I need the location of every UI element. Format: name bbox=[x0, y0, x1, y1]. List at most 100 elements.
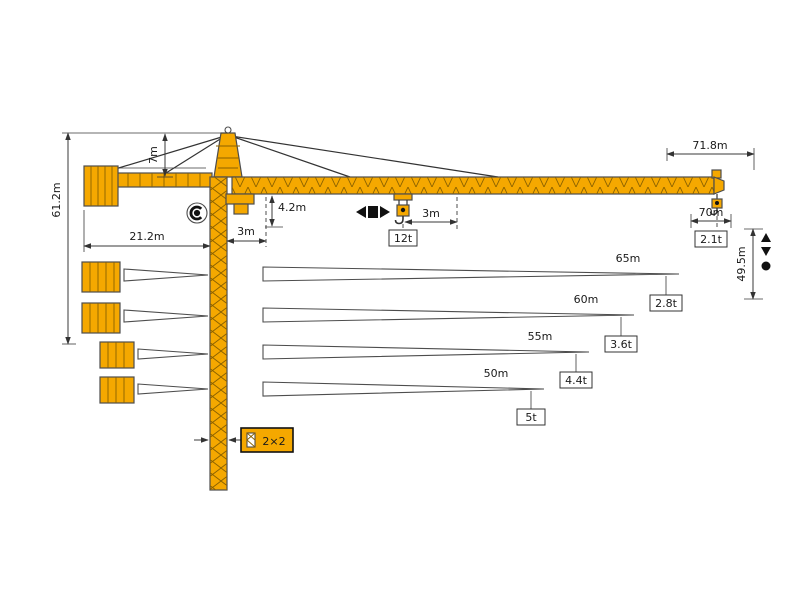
counterjib-divisions bbox=[127, 173, 201, 187]
max-load-label: 12t bbox=[394, 232, 413, 245]
hoist-down-icon bbox=[761, 247, 771, 256]
variant-load-box bbox=[604, 335, 638, 353]
ballast-block bbox=[99, 341, 135, 369]
tip-sheave bbox=[715, 201, 719, 205]
tie-rod bbox=[123, 309, 209, 323]
variant-length-label: 60m bbox=[574, 293, 599, 306]
dim-4-2m-label: 4.2m bbox=[278, 201, 306, 214]
trolley-travel-icon bbox=[356, 206, 390, 218]
dim-rear-clearance: 3m bbox=[226, 197, 267, 247]
mast-lattice bbox=[210, 177, 227, 490]
counter-jib bbox=[83, 165, 213, 207]
dim-jib-to-hook: 4.2m bbox=[265, 195, 306, 228]
counterweight-block bbox=[83, 165, 119, 207]
tower-head bbox=[213, 126, 243, 178]
variant-length-label: 50m bbox=[484, 367, 509, 380]
tip-load-label: 2.1t bbox=[700, 233, 722, 246]
mast-section-icon-lattice bbox=[246, 432, 256, 448]
ballast-slabs bbox=[107, 377, 125, 403]
variant-length-label: 65m bbox=[616, 252, 641, 265]
dim-70m-label: 70m bbox=[699, 206, 724, 219]
slewing-arc bbox=[189, 205, 203, 221]
variant-jib-outline bbox=[262, 307, 635, 323]
main-hook-assembly: 12t bbox=[388, 193, 418, 247]
trolley-arrow-left-icon bbox=[356, 206, 366, 218]
tip-load-box bbox=[694, 230, 728, 248]
jib-variant-60m: 60m 3.6t bbox=[262, 293, 638, 353]
dim-3m-mid-label: 3m bbox=[422, 207, 440, 220]
tie-rod bbox=[123, 268, 209, 282]
variant-jib-outline bbox=[262, 344, 590, 360]
trolley bbox=[393, 193, 413, 201]
slewing-platform bbox=[225, 193, 255, 205]
tie-rod bbox=[137, 348, 209, 360]
counterweight-config-1 bbox=[81, 261, 209, 293]
ballast-block bbox=[99, 376, 135, 404]
trolley-square-icon bbox=[368, 206, 378, 218]
dim-21-2m-label: 21.2m bbox=[129, 230, 164, 243]
counterweight-slabs bbox=[90, 166, 113, 206]
variant-load-label: 2.8t bbox=[655, 297, 677, 310]
dim-tip-radius: 70m 2.1t bbox=[690, 206, 732, 248]
hook-icon bbox=[394, 216, 404, 225]
pendant-right-1 bbox=[230, 135, 351, 178]
dim-head-height: 7m bbox=[147, 133, 173, 178]
ballast-slabs bbox=[107, 342, 125, 368]
hook-travel-icon bbox=[761, 233, 771, 271]
slewing-dot bbox=[193, 209, 201, 217]
dim-hook-height: 49.5m bbox=[735, 228, 763, 300]
hoist-up-icon bbox=[761, 233, 771, 242]
variant-load-box bbox=[649, 294, 683, 312]
variant-jib-outline bbox=[262, 266, 680, 282]
variant-load-label: 5t bbox=[525, 411, 537, 424]
jib-variant-50m: 50m 5t bbox=[262, 367, 546, 426]
jib-tip-head bbox=[711, 169, 722, 179]
jib bbox=[225, 169, 725, 215]
mast-section-label: 2×2 bbox=[262, 435, 285, 448]
counterweight-config-3 bbox=[99, 341, 209, 369]
jib-lattice bbox=[232, 177, 714, 194]
jib-variant-55m: 55m 4.4t bbox=[262, 330, 593, 389]
tie-rod bbox=[137, 383, 209, 395]
pendant-left-1 bbox=[165, 135, 226, 174]
dim-61-2m-label: 61.2m bbox=[50, 182, 63, 217]
variant-length-label: 55m bbox=[528, 330, 553, 343]
mast-section-callout: 2×2 bbox=[194, 427, 294, 453]
hoist-dot-icon bbox=[761, 261, 771, 271]
trolley-arrow-right-icon bbox=[380, 206, 390, 218]
pendant-lines bbox=[111, 135, 499, 178]
jib-variant-65m: 65m 2.8t bbox=[262, 252, 683, 312]
max-load-box bbox=[388, 229, 418, 247]
counterweight-config-2 bbox=[81, 302, 209, 334]
pendant-left-2 bbox=[111, 135, 226, 171]
apex-pulley bbox=[224, 126, 232, 134]
tip-hook-icon bbox=[709, 208, 718, 216]
variant-load-label: 4.4t bbox=[565, 374, 587, 387]
dim-3m-left-label: 3m bbox=[237, 225, 255, 238]
jib-tip bbox=[713, 176, 725, 195]
dim-min-hook-spacing: 3m bbox=[404, 197, 458, 229]
variant-load-label: 3.6t bbox=[610, 338, 632, 351]
pendant-right-2 bbox=[230, 135, 499, 178]
dim-tower-height: 61.2m bbox=[50, 132, 228, 345]
variant-jib-outline bbox=[262, 381, 545, 397]
operator-cab bbox=[233, 203, 249, 215]
dim-71-8m-label: 71.8m bbox=[692, 139, 727, 152]
hoist-ropes bbox=[398, 200, 408, 205]
tip-hook-assembly bbox=[709, 194, 723, 229]
ballast-slabs bbox=[89, 262, 115, 292]
dim-7m-label: 7m bbox=[147, 146, 160, 164]
dim-49-5m-label: 49.5m bbox=[735, 246, 748, 281]
ballast-slabs bbox=[89, 303, 115, 333]
mast-section-icon bbox=[246, 432, 256, 448]
counterweight-config-4 bbox=[99, 376, 209, 404]
dim-jib-length: 71.8m bbox=[666, 139, 755, 170]
apex-rungs bbox=[216, 145, 240, 169]
slewing-rotation-icon bbox=[186, 202, 208, 224]
dim-counterjib-radius: 21.2m bbox=[83, 210, 211, 252]
variant-load-box bbox=[559, 371, 593, 389]
sheave bbox=[400, 207, 406, 213]
tower-mast bbox=[209, 176, 228, 491]
